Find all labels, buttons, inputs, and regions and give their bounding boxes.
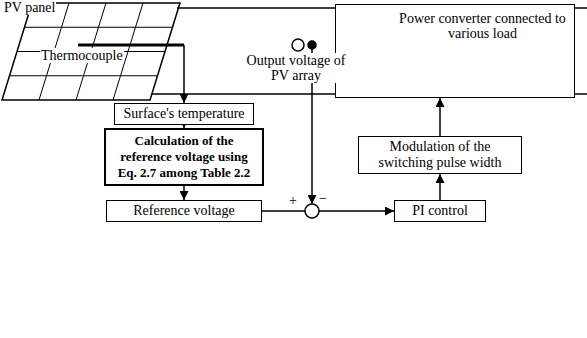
signal-arrow — [183, 186, 185, 200]
signal-arrow — [439, 174, 441, 200]
node-text: Thermocouple — [40, 48, 124, 63]
signal-arrow — [439, 98, 441, 136]
node-text: Reference voltage — [133, 203, 234, 219]
process-box: Surface's temperature — [114, 103, 254, 125]
process-box: Modulation of the switching pulse width — [358, 136, 522, 174]
signal-arrow — [262, 210, 394, 212]
power-wire — [184, 93, 335, 95]
sign-label: + — [288, 193, 298, 208]
controller-box: PI control — [394, 200, 486, 222]
node-text: Power converter connected to various loa… — [394, 11, 571, 41]
power-converter-box: Power converter connected to various loa… — [335, 4, 575, 98]
pv-panel: PV panelThermocouple — [0, 0, 184, 100]
node-text: PV panel — [3, 0, 56, 15]
power-wire — [184, 7, 335, 9]
signal-label: Output voltage of PV array — [238, 53, 354, 83]
process-box: Calculation of the reference voltage usi… — [104, 128, 264, 186]
node-text: Calculation of the reference voltage usi… — [110, 133, 258, 181]
thermocouple-probe — [78, 44, 184, 47]
output-wires — [575, 8, 587, 94]
pv-panel-drawing — [2, 3, 184, 100]
sign-label: − — [318, 191, 328, 206]
node-text: PI control — [412, 203, 468, 219]
node-text: Surface's temperature — [123, 106, 244, 122]
process-box: Reference voltage — [106, 200, 262, 222]
node-text: Modulation of the switching pulse width — [363, 139, 517, 171]
